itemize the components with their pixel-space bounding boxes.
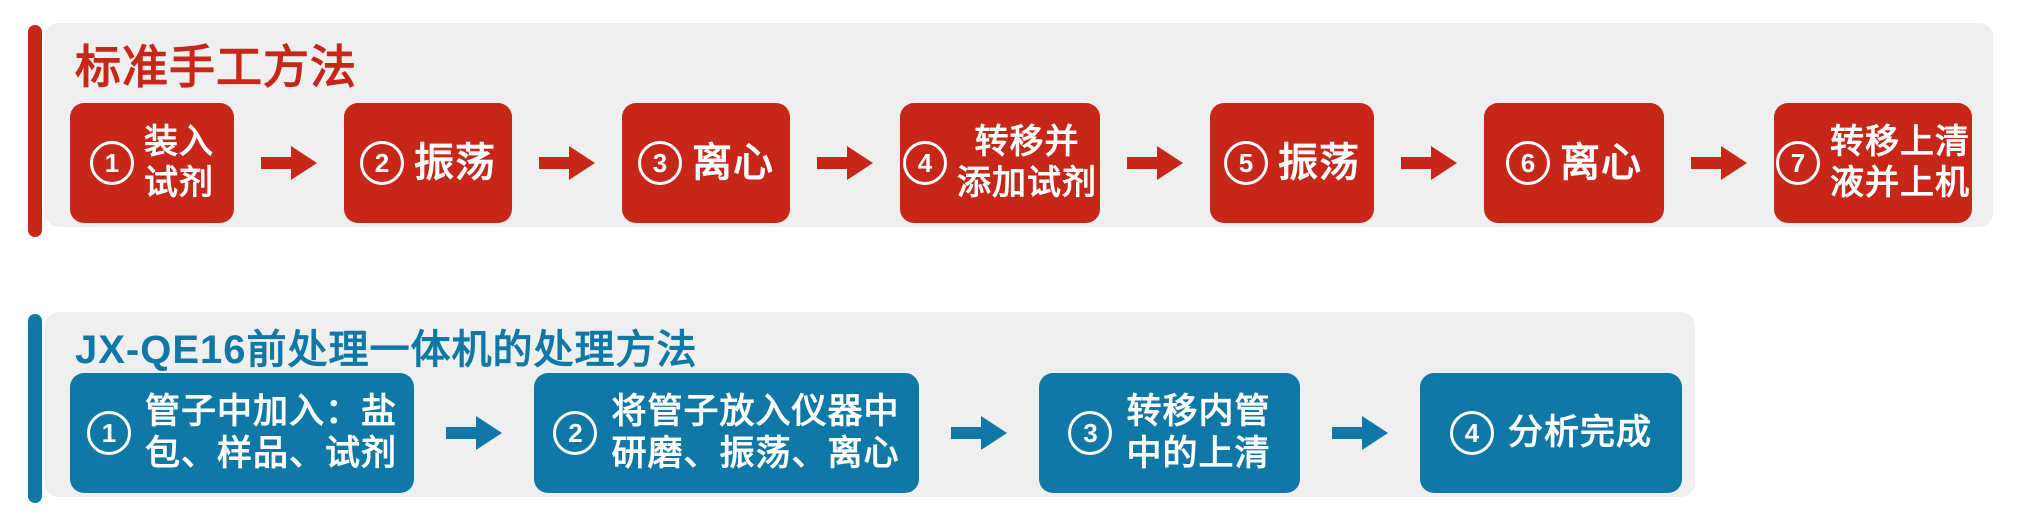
step-box-manual-3: 3 离心 xyxy=(622,103,790,223)
step-number-circle: 5 xyxy=(1224,141,1268,185)
step-label: 离心 xyxy=(692,141,774,185)
step-number-circle: 3 xyxy=(1068,411,1113,455)
step-label: 分析完成 xyxy=(1507,413,1652,452)
arrow-right-icon xyxy=(261,146,317,180)
arrow-right-icon xyxy=(817,146,873,180)
step-number-circle: 4 xyxy=(903,141,947,185)
arrow-right-icon xyxy=(1127,146,1183,180)
step-box-manual-7: 7 转移上清 液并上机 xyxy=(1774,103,1972,223)
step-label: 转移并 添加试剂 xyxy=(957,123,1097,202)
step-box-manual-5: 5 振荡 xyxy=(1210,103,1374,223)
step-number-circle: 2 xyxy=(553,411,598,455)
step-label: 装入 试剂 xyxy=(144,123,214,202)
manual-steps-row: 1 装入 试剂 2 振荡 3 离心 xyxy=(70,103,1972,223)
step-box-manual-6: 6 离心 xyxy=(1484,103,1664,223)
step-box-manual-2: 2 振荡 xyxy=(344,103,512,223)
arrow-right-icon xyxy=(1332,416,1388,450)
manual-method-panel: 标准手工方法 1 装入 试剂 2 振荡 3 离心 xyxy=(45,23,1993,227)
step-box-manual-1: 1 装入 试剂 xyxy=(70,103,234,223)
step-box-manual-4: 4 转移并 添加试剂 xyxy=(900,103,1100,223)
arrow-right-icon xyxy=(539,146,595,180)
arrow-right-icon xyxy=(951,416,1007,450)
step-box-machine-3: 3 转移内管 中的上清 xyxy=(1039,373,1300,493)
step-box-machine-2: 2 将管子放入仪器中 研磨、振荡、离心 xyxy=(534,373,919,493)
step-label: 将管子放入仪器中 研磨、振荡、离心 xyxy=(611,392,900,473)
blue-accent-bar xyxy=(28,314,42,503)
step-label: 转移内管 中的上清 xyxy=(1126,392,1271,473)
step-number-circle: 1 xyxy=(86,411,131,455)
step-label: 转移上清 液并上机 xyxy=(1830,123,1970,202)
step-label: 离心 xyxy=(1560,141,1642,185)
step-label: 振荡 xyxy=(1278,141,1360,185)
step-number-circle: 1 xyxy=(90,141,134,185)
machine-steps-row: 1 管子中加入：盐 包、样品、试剂 2 将管子放入仪器中 研磨、振荡、离心 3 … xyxy=(70,373,1682,493)
step-label: 管子中加入：盐 包、样品、试剂 xyxy=(144,392,397,473)
step-number-circle: 2 xyxy=(360,141,404,185)
step-number-circle: 4 xyxy=(1449,411,1494,455)
step-box-machine-4: 4 分析完成 xyxy=(1420,373,1682,493)
red-accent-bar xyxy=(28,25,42,237)
step-box-machine-1: 1 管子中加入：盐 包、样品、试剂 xyxy=(70,373,414,493)
manual-method-title: 标准手工方法 xyxy=(75,41,357,93)
step-number-circle: 3 xyxy=(638,141,682,185)
arrow-right-icon xyxy=(1401,146,1457,180)
step-label: 振荡 xyxy=(414,141,496,185)
step-number-circle: 7 xyxy=(1776,141,1820,185)
arrow-right-icon xyxy=(1691,146,1747,180)
arrow-right-icon xyxy=(446,416,502,450)
machine-method-panel: JX-QE16前处理一体机的处理方法 1 管子中加入：盐 包、样品、试剂 2 将… xyxy=(45,312,1695,497)
machine-method-title: JX-QE16前处理一体机的处理方法 xyxy=(75,328,698,372)
step-number-circle: 6 xyxy=(1506,141,1550,185)
